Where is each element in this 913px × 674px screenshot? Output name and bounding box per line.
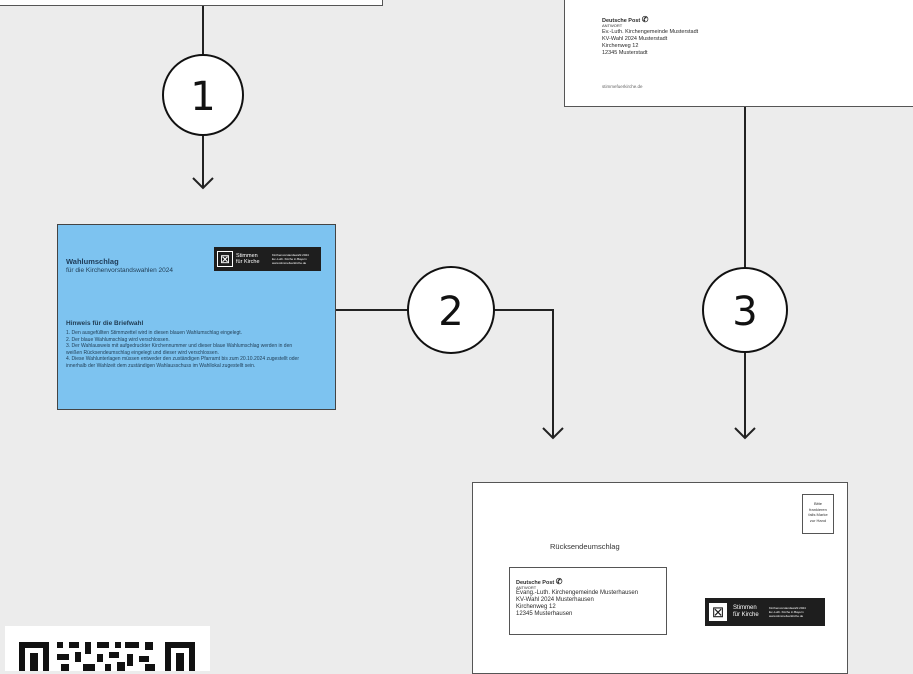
notes-list: 1. Den ausgefüllten Stimmzettel wird in … <box>66 330 306 369</box>
note-1: 1. Den ausgefüllten Stimmzettel wird in … <box>66 330 243 336</box>
ballot-title: Wahlumschlag <box>66 257 119 266</box>
post-sub: ANTWORT <box>602 23 623 28</box>
return-title: Rücksendeumschlag <box>550 542 620 551</box>
post-horn-icon: ✆ <box>555 577 563 586</box>
note-2: 2. Der blaue Wahlumschlag wird verschlos… <box>66 336 170 343</box>
arrowhead-3 <box>734 427 756 440</box>
step-number-1: 1 <box>190 74 215 120</box>
arrowhead-1 <box>192 177 214 190</box>
return-address: Evang.-Luth. Kirchengemeinde Musterhause… <box>516 590 639 617</box>
step-circle-3 <box>702 267 788 353</box>
note-3: 3. Der Wahlausweis mit aufgedruckter Kir… <box>66 343 293 356</box>
return-post-logo: Deutsche Post ✆ <box>516 577 563 587</box>
ballot-cross-icon: ⊠ <box>708 602 728 622</box>
step-circle-1 <box>162 54 244 136</box>
note-4: 4. Diese Wahlunterlagen müssen entweder … <box>66 356 300 369</box>
step-circle-2 <box>407 266 495 354</box>
ballot-envelope: Wahlumschlag für die Kirchenvorstandswah… <box>57 224 336 410</box>
envelope-footer: stimmefuerkirche.de <box>602 84 643 89</box>
step-number-2: 2 <box>438 289 463 335</box>
connector-2-right <box>494 309 554 438</box>
step-number-3: 3 <box>732 289 757 335</box>
ballot-subtitle: für die Kirchenvorstandswahlen 2024 <box>66 267 173 274</box>
return-envelope: Bitte frankieren falls Marke zur Hand Rü… <box>472 482 848 674</box>
qr-code <box>5 626 210 671</box>
arrowhead-2 <box>542 427 564 440</box>
stamp-box: Bitte frankieren falls Marke zur Hand <box>802 494 834 534</box>
return-post-sub: ANTWORT <box>516 585 537 590</box>
post-logo: Deutsche Post ✆ <box>602 15 649 25</box>
top-right-envelope: Deutsche Post ✆ ANTWORT Ev.-Luth. Kirche… <box>564 0 913 107</box>
top-left-envelope <box>0 0 383 6</box>
notes-title: Hinweis für die Briefwahl <box>66 320 144 327</box>
address-window: Deutsche Post ✆ ANTWORT Evang.-Luth. Kir… <box>509 567 667 635</box>
post-horn-icon: ✆ <box>641 15 649 24</box>
recipient-address: Ev.-Luth. Kirchengemeinde Musterstadt KV… <box>602 29 699 56</box>
ballot-cross-icon: ⊠ <box>217 251 233 267</box>
